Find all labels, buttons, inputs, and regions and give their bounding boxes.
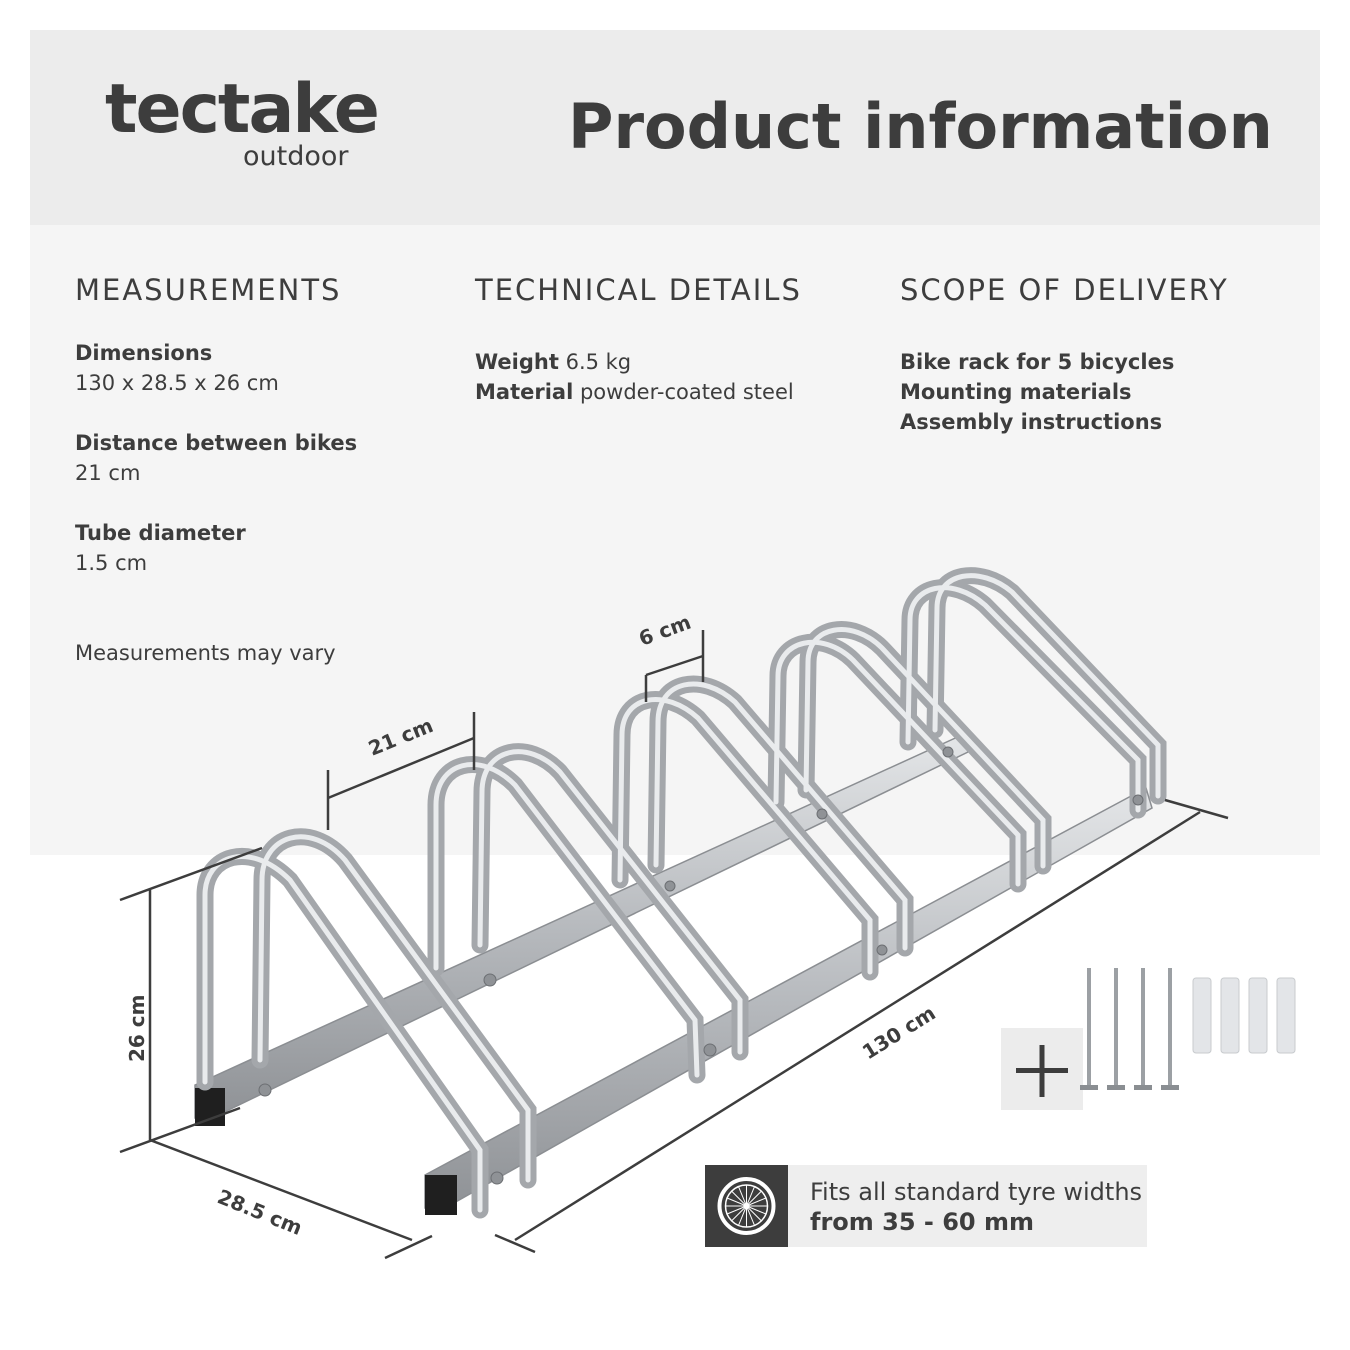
badge-icon-box <box>705 1165 788 1247</box>
height-dim-label: 26 cm <box>125 995 149 1063</box>
plus-icon <box>1016 1045 1068 1097</box>
plus-box <box>1001 1028 1083 1110</box>
material-label: Material <box>475 380 574 404</box>
distance-label: Distance between bikes <box>75 431 358 455</box>
page-title: Product information <box>568 90 1273 163</box>
spacing-dim-label: 21 cm <box>365 713 437 761</box>
technical-heading: TECHNICAL DETAILS <box>475 273 802 307</box>
wheel-icon <box>717 1177 776 1235</box>
weight-value: 6.5 kg <box>565 350 632 374</box>
delivery-item-instructions: Assembly instructions <box>900 410 1163 434</box>
info-panel <box>30 225 1320 855</box>
material-value: powder-coated steel <box>579 380 794 404</box>
dimension-lines <box>119 630 1229 1260</box>
material-row: Material powder-coated steel <box>475 377 794 407</box>
delivery-item-mounting: Mounting materials <box>900 380 1132 404</box>
dimensions-value: 130 x 28.5 x 26 cm <box>75 371 279 395</box>
distance-value: 21 cm <box>75 461 141 485</box>
screws-icon <box>1080 968 1179 1090</box>
delivery-item-rack: Bike rack for 5 bicycles <box>900 350 1175 374</box>
brand-sub: outdoor <box>243 141 349 172</box>
tyre-badge-line1: Fits all standard tyre widths <box>810 1178 1143 1206</box>
depth-dim-label: 28.5 cm <box>214 1184 306 1240</box>
dimensions-label: Dimensions <box>75 341 213 365</box>
length-dim-label: 130 cm <box>858 1001 940 1064</box>
header-band <box>30 30 1320 225</box>
weight-row: Weight 6.5 kg <box>475 347 631 377</box>
dowels-icon <box>1192 977 1296 1054</box>
tyre-badge <box>788 1165 1147 1247</box>
tube-label: Tube diameter <box>75 521 246 545</box>
tube-value: 1.5 cm <box>75 551 148 575</box>
rack-rails <box>194 733 1153 1215</box>
tyre-badge-line2: from 35 - 60 mm <box>810 1208 1034 1236</box>
delivery-heading: SCOPE OF DELIVERY <box>900 273 1229 307</box>
measurements-note: Measurements may vary <box>75 641 336 665</box>
rack-hoops <box>196 567 1167 1219</box>
tube-dim-label: 6 cm <box>636 610 695 651</box>
rack-bolts <box>258 746 1144 1185</box>
measurements-heading: MEASUREMENTS <box>75 273 342 307</box>
brand-logo: tectake <box>105 70 380 149</box>
weight-label: Weight <box>475 350 559 374</box>
